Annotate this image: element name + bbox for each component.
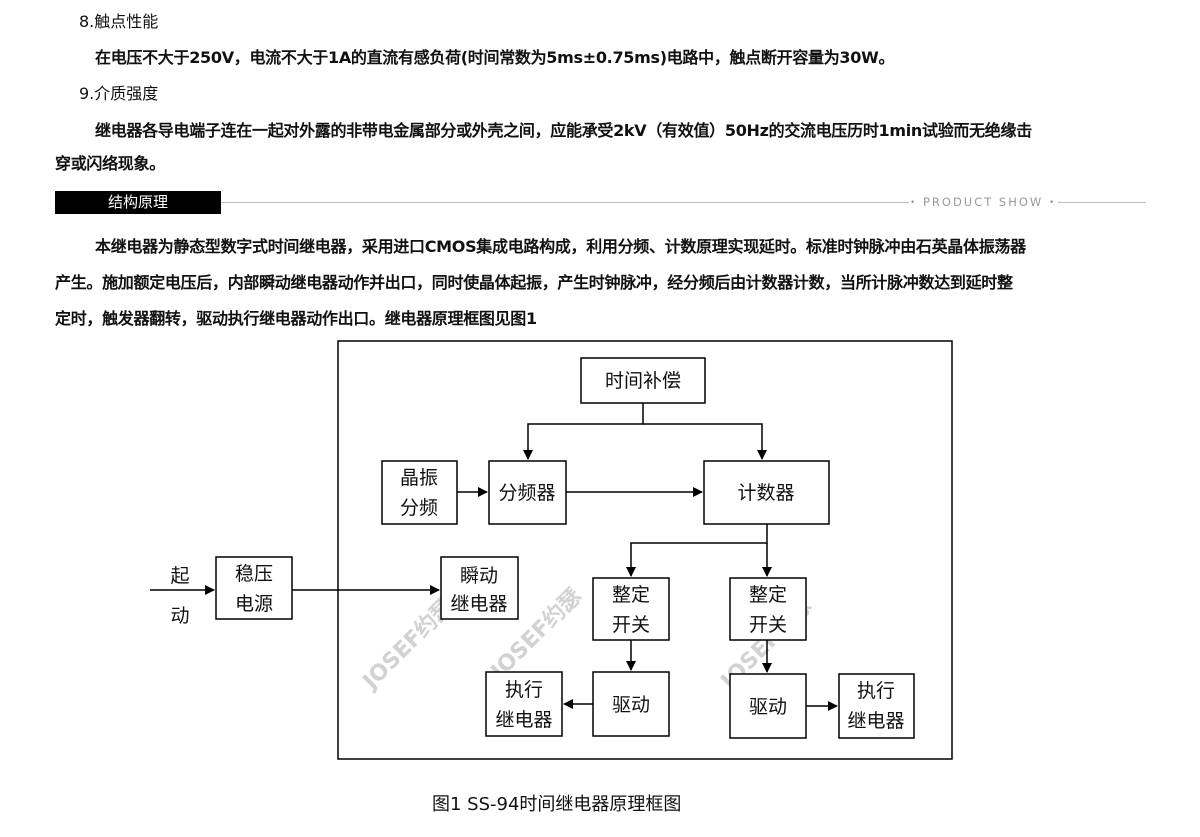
label-regulator-1: 稳压: [235, 563, 273, 585]
label-crystal-1: 晶振: [400, 467, 438, 489]
label-switch-left-2: 开关: [612, 614, 650, 636]
heading-dielectric-strength: 9.介质强度: [79, 84, 159, 103]
label-exec-left-2: 继电器: [495, 709, 552, 731]
label-counter: 计数器: [737, 482, 794, 504]
box-counter: [703, 460, 830, 525]
label-start-2: 动: [170, 605, 189, 627]
principle-line1: 本继电器为静态型数字式时间继电器，采用进口CMOS集成电路构成，利用分频、计数原…: [95, 237, 1026, 256]
box-exec-relay-right: [838, 673, 915, 739]
label-instant-2: 继电器: [450, 593, 507, 615]
text-dielectric-line2: 穿或闪络现象。: [55, 154, 165, 173]
heading-contact-performance: 8.触点性能: [79, 12, 159, 31]
product-show-tag: • PRODUCT SHOW •: [910, 195, 1057, 209]
box-drive-left: [592, 671, 670, 737]
label-drive-right: 驱动: [749, 696, 787, 718]
label-time-compensation: 时间补偿: [605, 370, 681, 392]
label-crystal-2: 分频: [400, 497, 438, 519]
label-regulator-2: 电源: [235, 593, 273, 615]
principle-line2: 产生。施加额定电压后，内部瞬动继电器动作并出口，同时使晶体起振，产生时钟脉冲，经…: [55, 273, 1013, 292]
label-start-1: 起: [170, 565, 189, 587]
label-exec-right-1: 执行: [857, 680, 895, 702]
box-exec-relay-left: [485, 671, 563, 737]
principle-line3: 定时，触发器翻转，驱动执行继电器动作出口。继电器原理框图见图1: [55, 309, 537, 328]
label-drive-left: 驱动: [612, 694, 650, 716]
text-dielectric-line1: 继电器各导电端子连在一起对外露的非带电金属部分或外壳之间，应能承受2kV（有效值…: [95, 121, 1032, 140]
label-exec-right-2: 继电器: [847, 710, 904, 732]
box-time-compensation: [580, 357, 706, 404]
text-contact-performance: 在电压不大于250V，电流不大于1A的直流有感负荷(时间常数为5ms±0.75m…: [95, 48, 895, 67]
label-instant-1: 瞬动: [460, 565, 498, 587]
label-exec-left-1: 执行: [505, 679, 543, 701]
section-divider: [221, 202, 909, 203]
label-switch-right-1: 整定: [749, 584, 787, 606]
label-divider: 分频器: [498, 482, 555, 504]
label-switch-left-1: 整定: [612, 584, 650, 606]
diagram-frame: [337, 340, 953, 760]
section-divider-right: [1058, 202, 1146, 203]
section-title-structure: 结构原理: [55, 191, 221, 214]
box-voltage-regulator: [215, 556, 293, 620]
label-switch-right-2: 开关: [749, 614, 787, 636]
box-setting-switch-right: [729, 577, 807, 641]
box-instant-relay: [440, 556, 519, 620]
figure-caption: 图1 SS-94时间继电器原理框图: [432, 794, 682, 815]
box-frequency-divider: [488, 460, 567, 525]
